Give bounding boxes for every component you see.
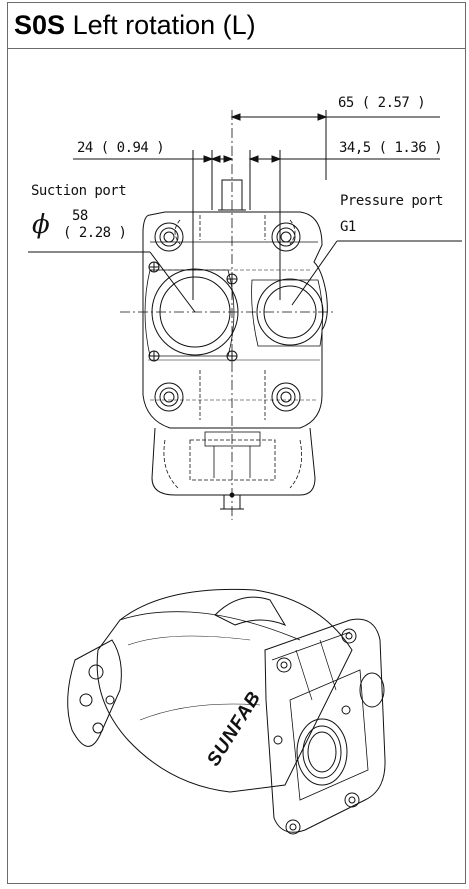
pressure-thread-label: G1 [340, 219, 356, 235]
title-code: S0S [14, 10, 66, 40]
suction-port-label: Suction port [31, 183, 127, 199]
title-text: Left rotation (L) [72, 10, 256, 40]
phi-symbol: ϕ [32, 210, 50, 240]
dimension-34-5: 34,5 ( 1.36 ) [339, 140, 443, 156]
dimension-24: 24 ( 0.94 ) [77, 140, 165, 156]
dimension-65: 65 ( 2.57 ) [338, 95, 426, 111]
page-title: S0S Left rotation (L) [14, 12, 256, 39]
pressure-port-label: Pressure port [340, 193, 444, 209]
title-divider [7, 48, 466, 49]
suction-diameter-mm: 58 [72, 208, 88, 224]
suction-diameter-in: ( 2.28 ) [63, 225, 127, 241]
